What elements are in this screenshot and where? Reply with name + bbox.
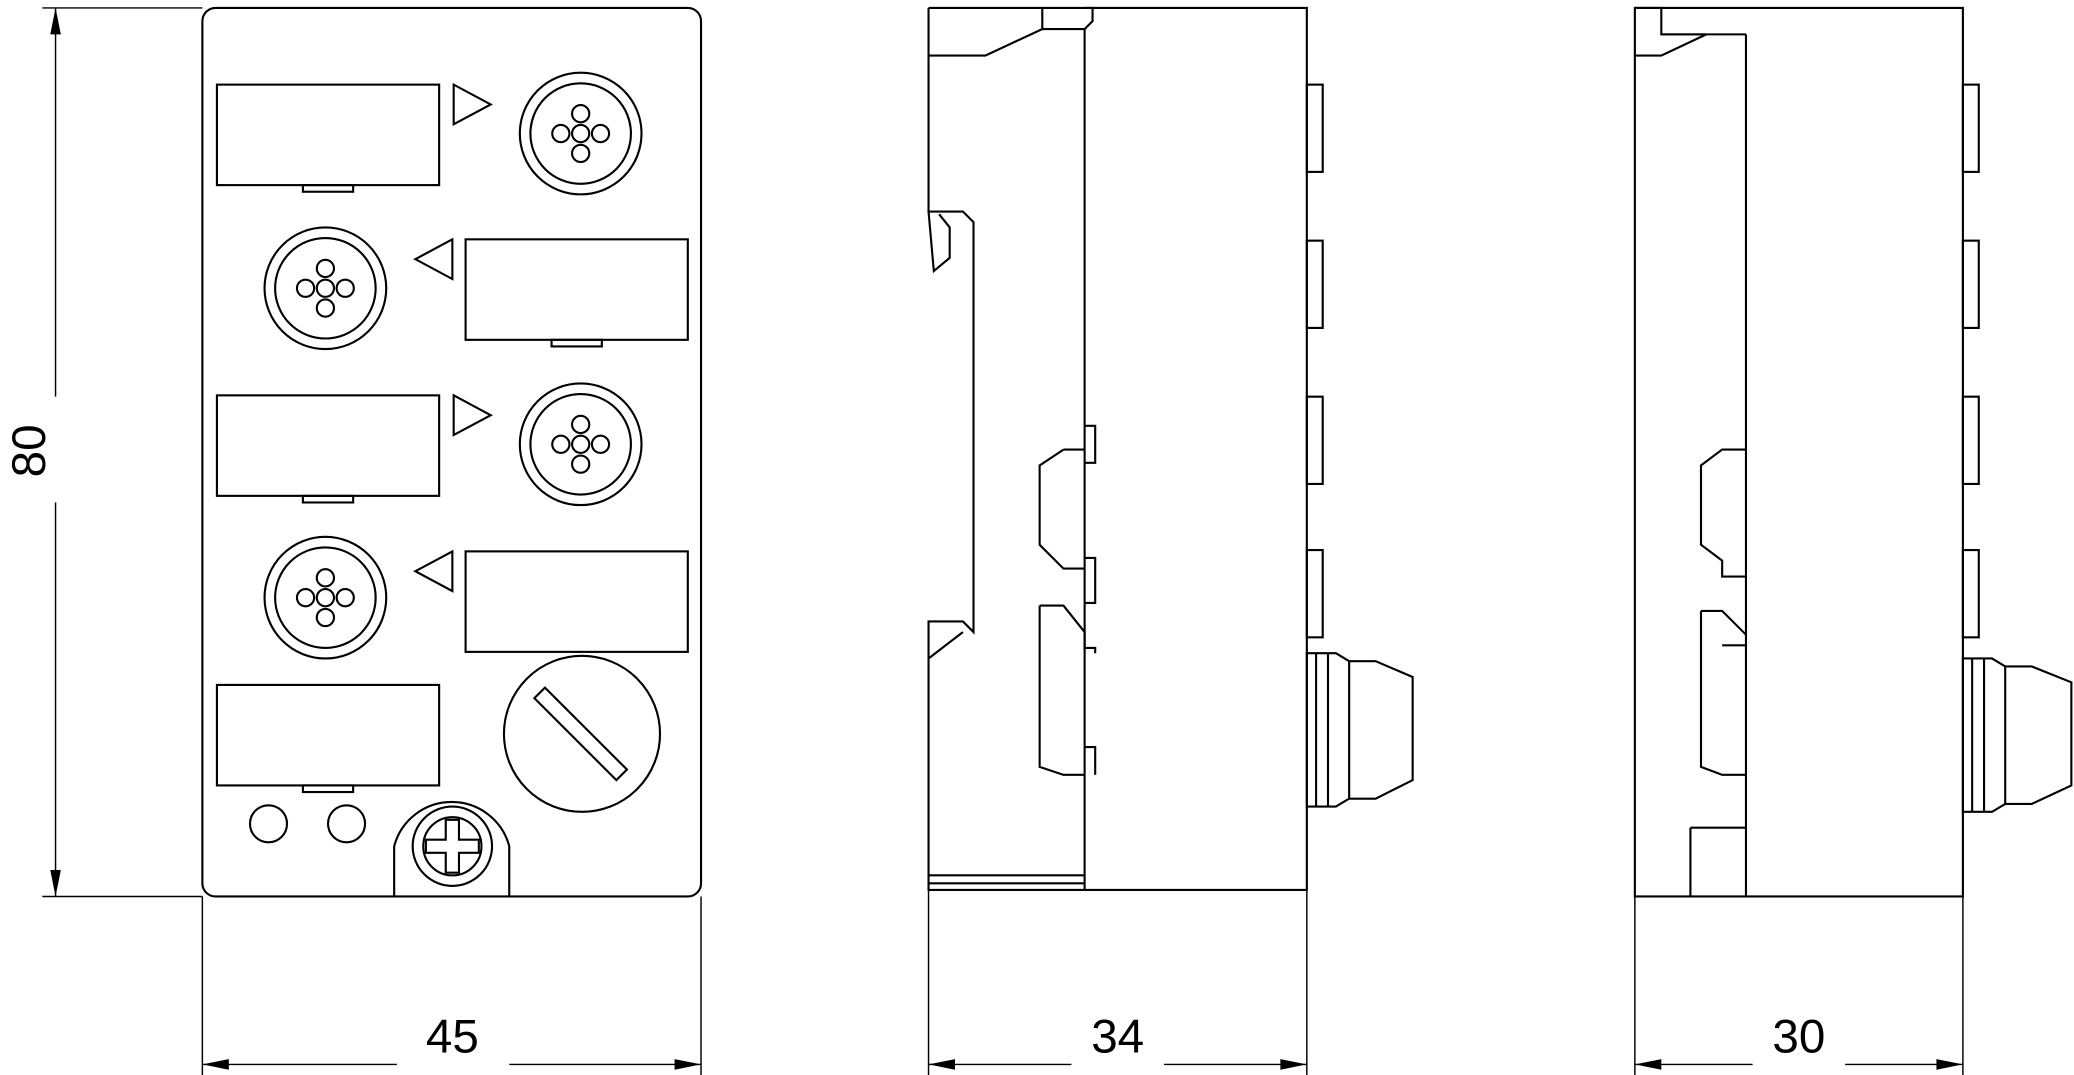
depth-dimension: 34 [927, 806, 1308, 1075]
m12-connector [263, 535, 388, 660]
connector-ring [571, 104, 591, 124]
connector-ring [315, 588, 336, 608]
rotary-switch-side [1305, 652, 1414, 808]
front-view: 80 45 [3, 6, 703, 1075]
module-body-front [201, 6, 703, 898]
width-label: 45 [426, 1011, 479, 1064]
side-view-left: 34 [927, 6, 1414, 1075]
connector-ring [571, 454, 591, 474]
side-view-right: 30 [1633, 6, 2073, 1075]
connector-ring [274, 236, 377, 340]
connector-ring [263, 226, 388, 351]
rotary-switch-icon [502, 654, 662, 813]
connector-ring [295, 278, 316, 298]
connector-ring [315, 298, 336, 318]
connector-ring [518, 382, 643, 507]
ground-screw-icon [393, 801, 511, 897]
led-icon [326, 804, 367, 844]
connector-stub [1305, 83, 1324, 639]
depth-alt-label: 30 [1772, 1011, 1825, 1064]
connector-ring [295, 588, 316, 608]
width-dimension: 45 [201, 896, 702, 1075]
connector-ring [263, 535, 388, 660]
connector-ring [551, 434, 571, 454]
label-plate [215, 83, 689, 794]
connector-ring [551, 123, 571, 144]
rotary-switch-side [1961, 657, 2073, 813]
m12-connector-icon [263, 71, 643, 660]
connector-ring [590, 434, 611, 454]
depth-label: 34 [1091, 1011, 1144, 1064]
height-dimension: 80 [3, 7, 203, 898]
depth-dimension-alt: 30 [1634, 811, 1964, 1075]
direction-arrow-icon [413, 82, 493, 593]
connector-ring [571, 434, 591, 454]
connector-ring [315, 278, 336, 298]
connector-ring [274, 546, 377, 649]
connector-ring [590, 123, 611, 144]
connector-ring [529, 82, 632, 185]
led-icon [248, 804, 289, 844]
connector-ring [571, 143, 591, 164]
connector-ring [571, 123, 591, 144]
connector-ring [315, 258, 336, 279]
connector-ring [315, 568, 336, 588]
connector-ring [518, 71, 643, 196]
connector-ring [315, 607, 336, 628]
connector-ring [335, 588, 355, 608]
m12-connector [263, 226, 388, 351]
connector-stub [1961, 83, 1980, 639]
m12-connector [518, 71, 643, 196]
connector-ring [529, 392, 632, 496]
connector-ring [335, 278, 355, 298]
m12-connector [518, 382, 643, 507]
connector-ring [571, 414, 591, 435]
height-label: 80 [3, 424, 56, 477]
